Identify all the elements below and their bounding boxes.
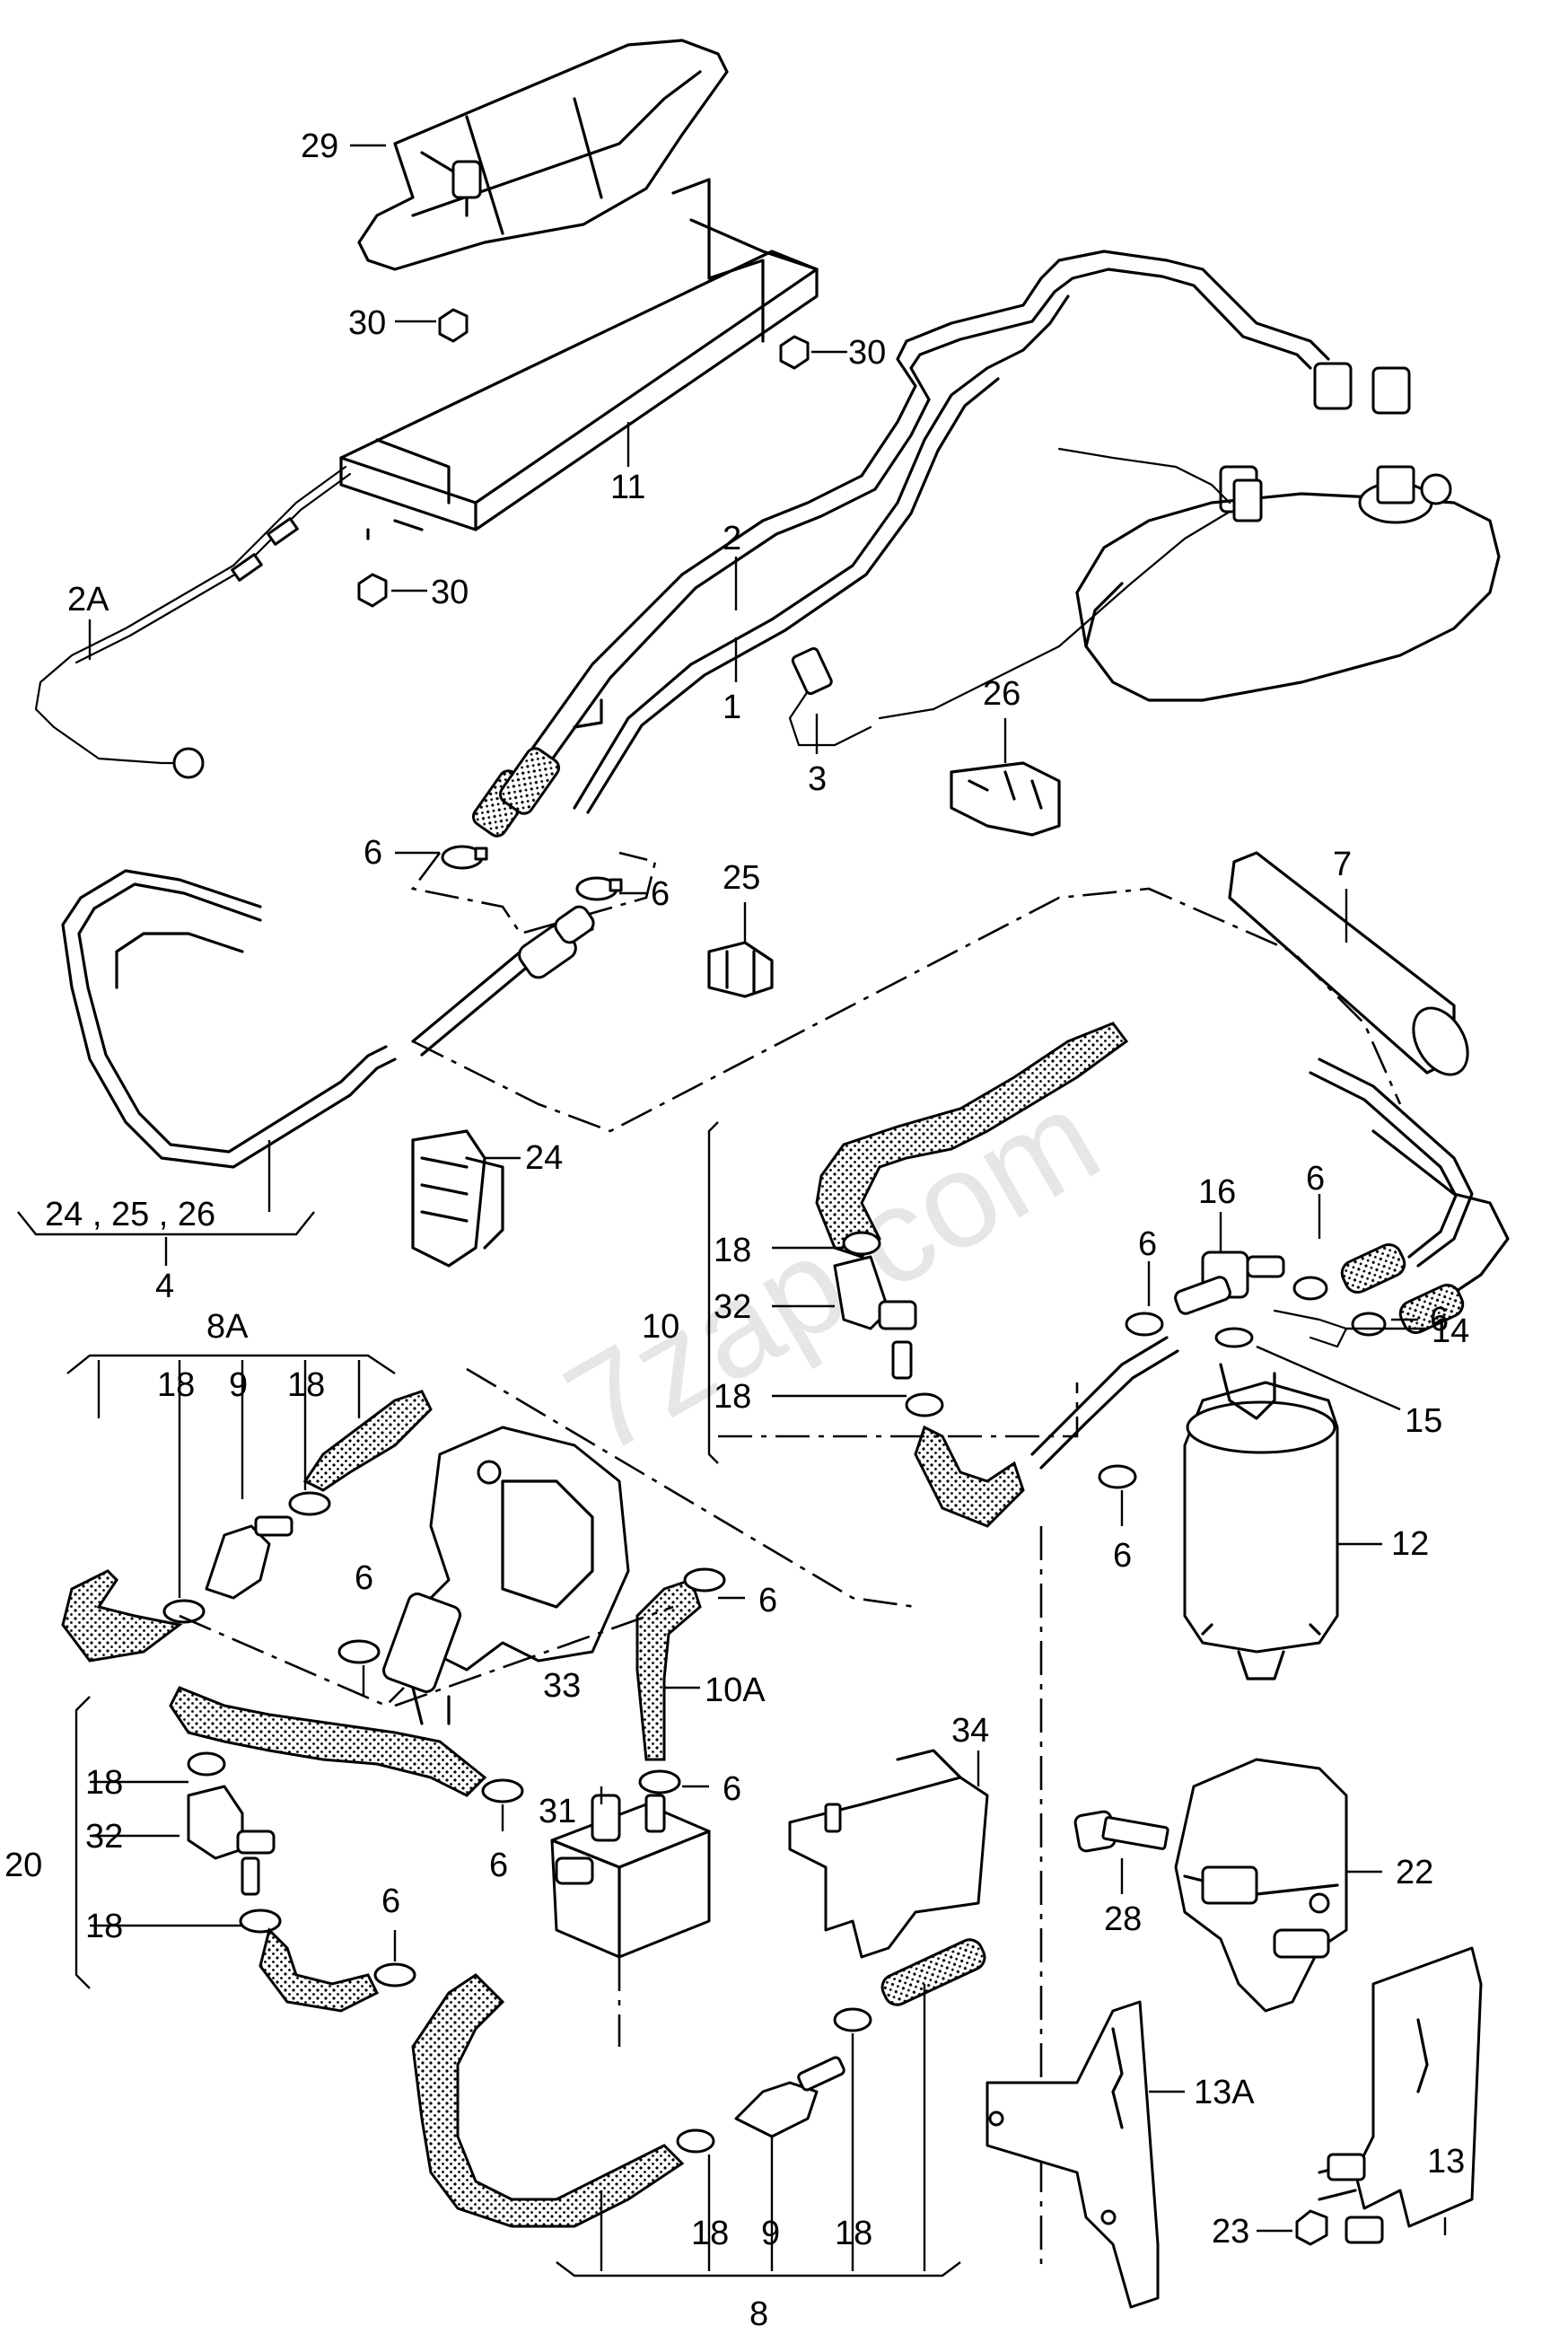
label-30b: 30 (848, 334, 886, 372)
label-6g: 6 (355, 1559, 373, 1597)
label-22: 22 (1396, 1854, 1433, 1891)
label-28: 28 (1104, 1900, 1142, 1938)
label-10: 10 (642, 1308, 679, 1346)
label-33: 33 (543, 1667, 581, 1705)
callout-labels: 29 30 30 11 2 30 2A 1 26 3 6 7 6 25 24 2… (4, 127, 1469, 2333)
label-18f: 18 (85, 1908, 123, 1945)
label-30c: 30 (431, 574, 469, 611)
label-6c: 6 (1306, 1160, 1325, 1198)
label-15: 15 (1405, 1402, 1442, 1440)
part-3-cable (788, 447, 1231, 747)
label-18e: 18 (85, 1764, 123, 1802)
part-6-clamp-g (337, 1639, 381, 1664)
label-4: 4 (155, 1268, 174, 1305)
part-30-nut-b (779, 335, 810, 370)
part-28-bolt (1073, 1810, 1169, 1853)
label-26: 26 (983, 675, 1021, 713)
label-2: 2 (723, 520, 741, 557)
label-32a: 32 (714, 1288, 751, 1326)
part-31-cooler (550, 1794, 711, 1959)
part-13A-plate (985, 2000, 1160, 2309)
label-34: 34 (951, 1712, 989, 1750)
part-16-valve (1174, 1250, 1285, 1315)
label-9a: 9 (229, 1366, 248, 1404)
label-6k: 6 (381, 1882, 400, 1920)
callout-lines (17, 144, 1447, 2235)
assembly-8 (411, 1938, 986, 2277)
label-6d: 6 (1138, 1225, 1157, 1263)
label-8: 8 (749, 2295, 768, 2333)
label-9b: 9 (761, 2215, 780, 2252)
part-6-clamp-b (575, 876, 623, 901)
part-10A-hose (635, 1567, 726, 1795)
part-7-sleeve (1228, 851, 1469, 1076)
label-18d: 18 (287, 1366, 325, 1404)
label-4sub: 24 , 25 , 26 (45, 1196, 215, 1233)
watermark: 7zap.com (542, 1060, 1123, 1483)
return-hose-right (1292, 1057, 1510, 1337)
label-6h: 6 (758, 1582, 777, 1619)
label-6b: 6 (651, 875, 670, 913)
label-25: 25 (723, 859, 760, 897)
assembly-8A (61, 1354, 433, 1663)
label-18b: 18 (714, 1378, 751, 1416)
part-1-2-fuel-lines (471, 250, 1411, 838)
label-12: 12 (1391, 1525, 1429, 1563)
label-7: 7 (1333, 846, 1352, 883)
part-23-nut (1295, 2209, 1328, 2246)
label-10A: 10A (705, 1672, 766, 1709)
label-23: 23 (1212, 2213, 1249, 2251)
label-13: 13 (1427, 2143, 1465, 2181)
label-18g: 18 (691, 2215, 729, 2252)
assembly-10 (707, 1022, 1179, 1528)
label-6f: 6 (1113, 1537, 1132, 1575)
label-3: 3 (808, 760, 827, 798)
part-14-wire (1273, 1309, 1348, 1348)
label-11: 11 (610, 469, 645, 506)
part-15-oring (1214, 1327, 1254, 1348)
part-6-clamp-f (1098, 1464, 1137, 1489)
label-31: 31 (539, 1793, 576, 1830)
part-26-clip (950, 761, 1061, 837)
part-12-fuel-filter (1183, 1363, 1339, 1680)
assembly-20 (74, 1686, 524, 2013)
label-8A: 8A (206, 1308, 249, 1346)
part-4-hoses (61, 869, 595, 1169)
part-25-clip (707, 941, 774, 998)
label-16: 16 (1198, 1173, 1236, 1211)
label-14: 14 (1432, 1312, 1469, 1350)
part-33-pump (382, 1426, 630, 1725)
label-6j: 6 (489, 1847, 508, 1884)
label-24: 24 (525, 1139, 563, 1177)
label-20: 20 (4, 1847, 42, 1884)
part-24-clip (411, 1129, 504, 1268)
part-29-shield (357, 39, 729, 271)
part-22-bracket (1174, 1758, 1348, 2013)
part-30-nut-a (438, 308, 469, 343)
label-6i: 6 (723, 1770, 741, 1808)
part-11-bracket (339, 178, 819, 540)
label-13A: 13A (1194, 2074, 1255, 2111)
label-1: 1 (723, 689, 741, 726)
label-6e: 6 (1430, 1301, 1449, 1338)
part-2A-cable (34, 465, 352, 779)
label-18c: 18 (157, 1366, 195, 1404)
label-32b: 32 (85, 1818, 123, 1856)
label-30a: 30 (348, 304, 386, 342)
part-13-plate (1318, 1946, 1483, 2244)
part-30-nut-c (357, 573, 388, 608)
label-18h: 18 (835, 2215, 872, 2252)
label-29: 29 (301, 127, 338, 165)
part-34-heat-shield (788, 1749, 989, 1959)
label-6a: 6 (364, 834, 382, 872)
label-18a: 18 (714, 1232, 751, 1269)
part-6-clamp-a (441, 845, 488, 870)
fuel-tank (1075, 465, 1501, 702)
label-2A: 2A (67, 581, 109, 619)
